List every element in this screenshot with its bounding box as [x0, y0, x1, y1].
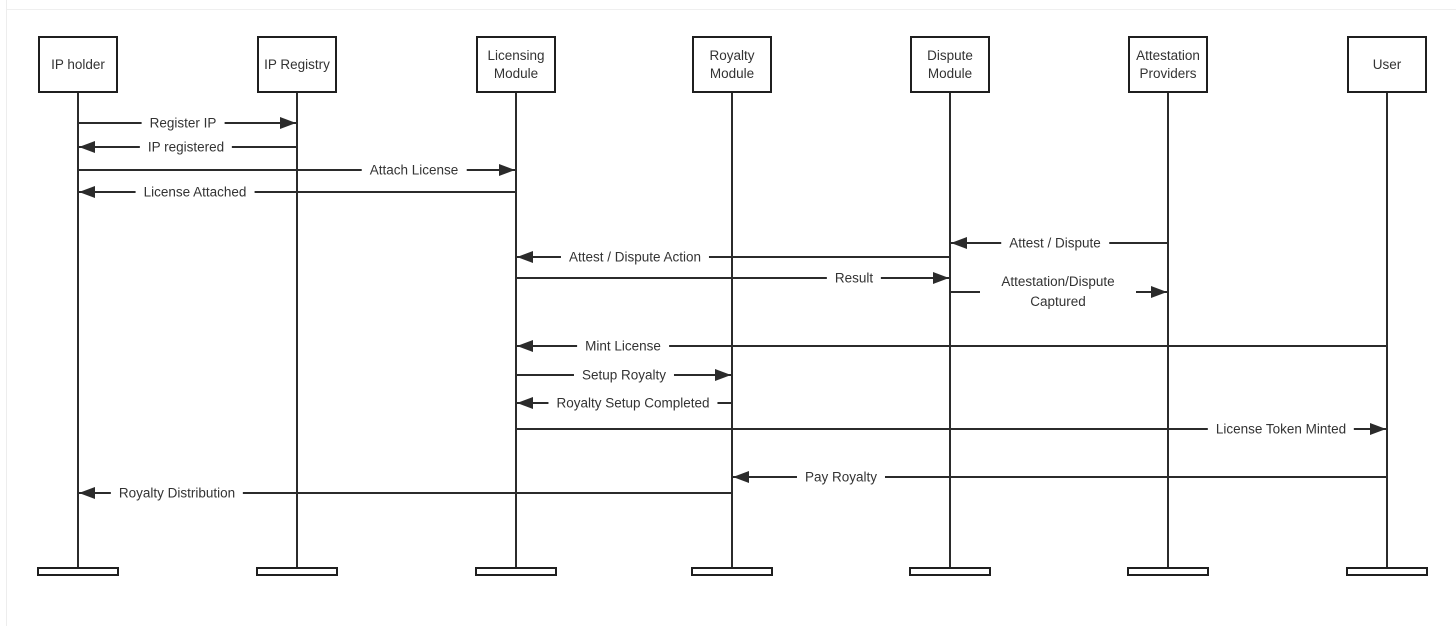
- lifeline-ip-holder: [77, 93, 79, 567]
- actor-box-dispute-module: Dispute Module: [910, 36, 990, 93]
- message-ip-registered-label: IP registered: [139, 139, 233, 155]
- message-attest-dispute-action-line: [516, 256, 950, 258]
- arrowhead-attestation-dispute-captured: [1151, 286, 1167, 298]
- actor-label: Attestation Providers: [1136, 47, 1200, 81]
- lifeline-end-bar-licensing-module: [475, 567, 557, 576]
- message-result-label: Result: [826, 270, 882, 286]
- message-license-attached-line: [78, 191, 516, 193]
- actor-label: Dispute Module: [927, 47, 973, 81]
- message-setup-royalty-label: Setup Royalty: [573, 367, 675, 383]
- message-register-ip-label: Register IP: [141, 115, 225, 131]
- actor-box-licensing-module: Licensing Module: [476, 36, 556, 93]
- arrowhead-royalty-setup-completed: [517, 397, 533, 409]
- lifeline-royalty-module: [731, 93, 733, 567]
- actor-box-ip-registry: IP Registry: [257, 36, 337, 93]
- arrowhead-attach-license: [499, 164, 515, 176]
- actor-label: Licensing Module: [487, 47, 545, 81]
- arrowhead-ip-registered: [79, 141, 95, 153]
- page-edge-left: [6, 0, 7, 626]
- lifeline-end-bar-royalty-module: [691, 567, 773, 576]
- actor-label: IP holder: [51, 56, 105, 72]
- lifeline-ip-registry: [296, 93, 298, 567]
- message-attestation-dispute-captured-label: Attestation/Dispute Captured: [980, 272, 1136, 312]
- actor-box-ip-holder: IP holder: [38, 36, 118, 93]
- lifeline-user: [1386, 93, 1388, 567]
- message-attach-license-line: [78, 169, 516, 171]
- message-license-token-minted-label: License Token Minted: [1207, 421, 1355, 437]
- message-attach-license-label: Attach License: [361, 162, 467, 178]
- actor-box-royalty-module: Royalty Module: [692, 36, 772, 93]
- actor-box-user: User: [1347, 36, 1427, 93]
- actor-label: User: [1372, 56, 1402, 72]
- message-attest-dispute-action-label: Attest / Dispute Action: [560, 249, 710, 265]
- actor-label: Royalty Module: [709, 47, 755, 81]
- arrowhead-royalty-distribution: [79, 487, 95, 499]
- arrowhead-attest-dispute: [951, 237, 967, 249]
- message-pay-royalty-label: Pay Royalty: [796, 469, 886, 485]
- message-mint-license-label: Mint License: [577, 338, 669, 354]
- message-license-token-minted-line: [516, 428, 1387, 430]
- message-pay-royalty-line: [732, 476, 1387, 478]
- message-royalty-setup-completed-label: Royalty Setup Completed: [548, 395, 718, 411]
- message-mint-license-line: [516, 345, 1387, 347]
- actor-box-attestation-providers: Attestation Providers: [1128, 36, 1208, 93]
- message-royalty-distribution-line: [78, 492, 732, 494]
- lifeline-end-bar-ip-holder: [37, 567, 119, 576]
- arrowhead-setup-royalty: [715, 369, 731, 381]
- lifeline-end-bar-dispute-module: [909, 567, 991, 576]
- arrowhead-register-ip: [280, 117, 296, 129]
- message-result-line: [516, 277, 950, 279]
- lifeline-dispute-module: [949, 93, 951, 567]
- lifeline-end-bar-user: [1346, 567, 1428, 576]
- arrowhead-result: [933, 272, 949, 284]
- arrowhead-license-token-minted: [1370, 423, 1386, 435]
- message-license-attached-label: License Attached: [135, 184, 255, 200]
- lifeline-attestation-providers: [1167, 93, 1169, 567]
- lifeline-end-bar-ip-registry: [256, 567, 338, 576]
- page-edge-top: [6, 9, 1456, 10]
- lifeline-end-bar-attestation-providers: [1127, 567, 1209, 576]
- message-royalty-distribution-label: Royalty Distribution: [110, 485, 244, 501]
- arrowhead-license-attached: [79, 186, 95, 198]
- actor-label: IP Registry: [264, 56, 330, 72]
- arrowhead-mint-license: [517, 340, 533, 352]
- message-attest-dispute-label: Attest / Dispute: [1001, 235, 1109, 251]
- lifeline-licensing-module: [515, 93, 517, 567]
- arrowhead-pay-royalty: [733, 471, 749, 483]
- arrowhead-attest-dispute-action: [517, 251, 533, 263]
